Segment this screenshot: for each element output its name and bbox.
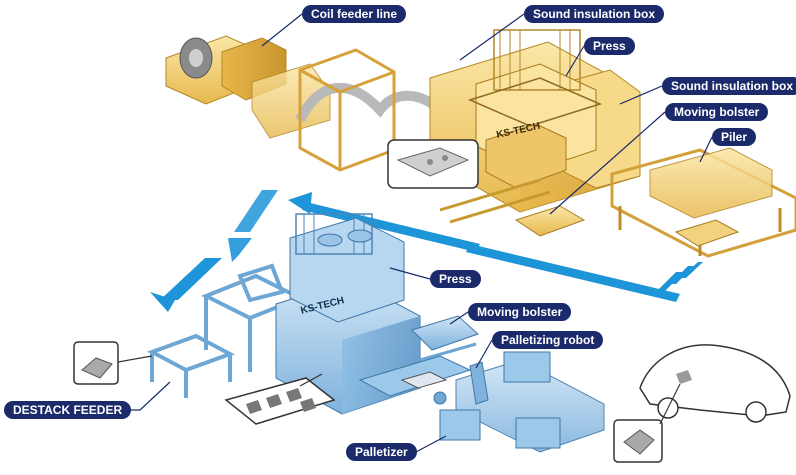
callout-palletizer: Palletizer	[346, 443, 417, 461]
leader-lines	[116, 13, 713, 453]
callout-moving-bolster-top: Moving bolster	[665, 103, 769, 121]
conveyor-bottom	[358, 355, 472, 397]
callout-moving-bolster-bottom: Moving bolster	[468, 303, 572, 321]
car-illustration	[639, 344, 791, 423]
press-top: KS-TECH	[467, 29, 603, 189]
callout-piler: Piler	[712, 128, 757, 146]
part-inset-car	[613, 383, 681, 463]
callout-palletizing-robot: Palletizing robot	[492, 331, 604, 349]
palletizing-robot	[433, 351, 605, 453]
moving-bolster-top	[439, 178, 586, 237]
callout-destack-feeder: DESTACK FEEDER	[4, 401, 132, 419]
callout-coil-feeder-line: Coil feeder line	[302, 5, 407, 23]
callout-sound-insulation-box-top: Sound insulation box	[524, 5, 664, 23]
callout-press-top: Press	[584, 37, 635, 55]
coil-feeder-line	[165, 35, 444, 139]
piler	[610, 147, 796, 258]
callout-sound-insulation-box-right: Sound insulation box	[662, 77, 796, 95]
moving-bolster-bottom	[411, 315, 479, 362]
part-inset-destack	[73, 341, 153, 385]
part-inset-top	[387, 139, 479, 189]
callout-press-bottom: Press	[430, 270, 481, 288]
part-inset-press	[224, 373, 336, 425]
